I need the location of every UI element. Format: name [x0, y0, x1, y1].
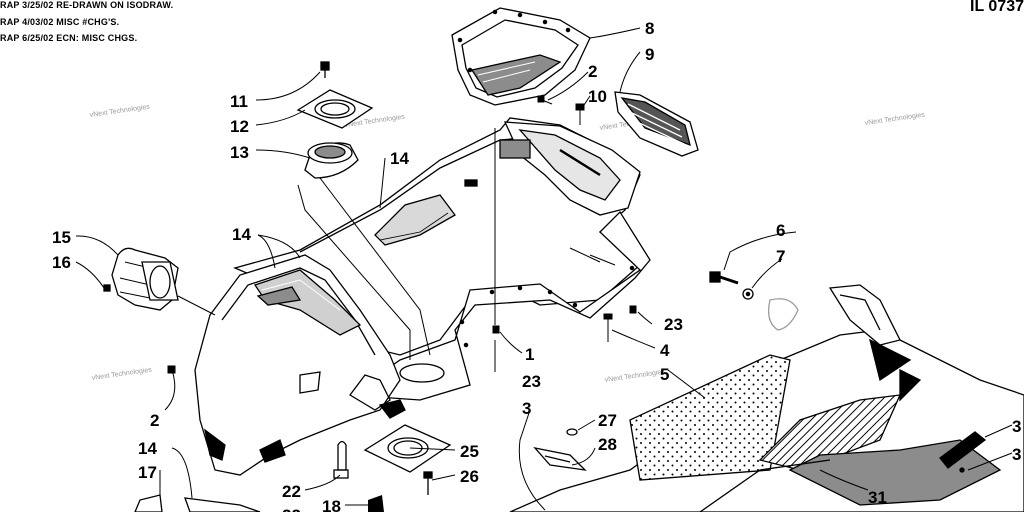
callout-5: 5	[660, 365, 669, 384]
watermark-7: vNext Technologies	[604, 369, 665, 384]
part-25-26-vent-plate	[363, 424, 452, 495]
callout-11: 11	[230, 92, 248, 111]
callout-27: 27	[598, 411, 617, 430]
watermark-4: vNext Technologies	[864, 112, 925, 127]
revision-note-2: RAP 4/03/02 MISC #CHG'S.	[0, 17, 120, 27]
callout-25: 25	[460, 442, 479, 461]
revision-note-3: RAP 6/25/02 ECN: MISC CHGS.	[0, 33, 138, 43]
callout-4: 4	[660, 341, 670, 360]
part-3-left-inner-panel	[194, 254, 445, 476]
callout-26: 26	[460, 467, 479, 486]
part-22-clip	[333, 440, 349, 479]
callout-18: 18	[322, 497, 341, 512]
callout-3-right-b: 3	[1012, 445, 1021, 464]
callout-14-lower: 14	[138, 439, 157, 458]
callout-23-center: 23	[522, 372, 541, 391]
callout-12: 12	[230, 117, 249, 136]
part-11-12-13-vent-assembly	[296, 61, 374, 179]
callout-22-lower: 22	[282, 506, 301, 512]
callout-22: 22	[282, 482, 301, 501]
callout-13: 13	[230, 143, 249, 162]
callout-28: 28	[598, 435, 617, 454]
callout-14-console: 14	[390, 149, 409, 168]
part-8-storage-bin	[451, 7, 591, 106]
callout-23-right: 23	[664, 315, 683, 334]
revision-note-1: RAP 3/25/02 RE-DRAWN ON ISODRAW.	[0, 0, 174, 10]
callout-14-inner: 14	[232, 225, 251, 244]
callout-8: 8	[645, 19, 654, 38]
part-18-retainer	[368, 495, 384, 512]
part-15-16-air-duct	[103, 247, 179, 311]
watermark-5: vNext Technologies	[91, 367, 152, 382]
callout-31: 31	[868, 488, 887, 507]
part-17-14-lower-trim	[134, 494, 261, 512]
callouts: 8 9 2 10 11 12 13 14 14 15 16 6 7 23 1 4…	[52, 19, 1021, 512]
part-3-right-body-panel	[509, 284, 1024, 512]
callout-1: 1	[525, 345, 534, 364]
part-6-7-bolt-washer	[709, 271, 799, 331]
callout-10: 10	[588, 87, 607, 106]
part-3b-bracket	[939, 431, 987, 473]
leader-lines	[75, 27, 1013, 511]
callout-16: 16	[52, 253, 71, 272]
watermark-1: vNext Technologies	[89, 104, 150, 119]
callout-15: 15	[52, 228, 71, 247]
callout-7: 7	[776, 247, 785, 266]
callout-17: 17	[138, 463, 157, 482]
callout-3-center: 3	[522, 399, 531, 418]
callout-2-left: 2	[150, 411, 159, 430]
callout-9: 9	[645, 45, 654, 64]
illustration-id: IL 0737	[970, 0, 1024, 15]
small-fasteners	[167, 305, 637, 374]
callout-2-top: 2	[588, 62, 597, 81]
callout-3-right-a: 3	[1012, 417, 1021, 436]
callout-6: 6	[776, 221, 785, 240]
part-9-vent-grille	[614, 91, 699, 157]
top-fasteners	[537, 95, 585, 125]
